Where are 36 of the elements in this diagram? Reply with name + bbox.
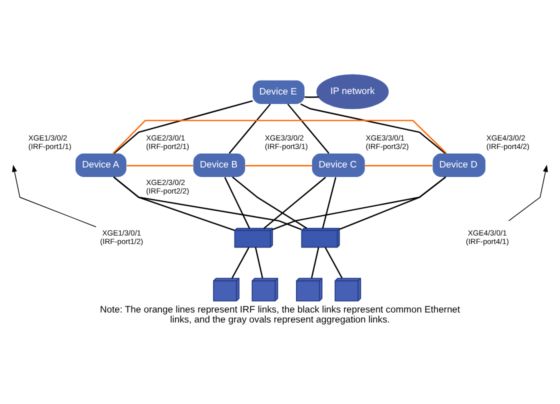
node-box: Device E (252, 80, 304, 104)
connector (224, 177, 250, 229)
connector (228, 104, 271, 154)
connector (254, 247, 264, 278)
arrow (12, 164, 96, 228)
node-text: XGE1/3/0/1 (IRF-port1/2) (100, 228, 144, 246)
connector (232, 247, 250, 278)
connector (311, 247, 320, 278)
node-label: XGE2/3/0/1 (IRF-port2/1) (146, 134, 190, 152)
connector (324, 247, 343, 278)
connector (339, 176, 446, 230)
node-text: XGE4/3/0/1 (IRF-port4/1) (466, 228, 509, 246)
connector (264, 176, 326, 229)
connector (300, 104, 446, 154)
connector (322, 177, 336, 228)
connector (364, 165, 432, 166)
node-box: Device D (432, 153, 486, 178)
connector (113, 176, 302, 230)
connector (126, 165, 194, 166)
connector (232, 176, 308, 229)
connector (287, 104, 330, 154)
node-label: XGE4/3/0/2 (IRF-port4/2) (486, 134, 530, 152)
node-ellipse: IP network (316, 74, 389, 110)
connector (245, 165, 312, 166)
node-label: XGE3/3/0/2 (IRF-port3/1) (264, 134, 308, 152)
node-box: Device B (193, 153, 246, 178)
connector (112, 120, 447, 154)
caption: Note: The orange lines represent IRF links, the black links represent common Ethernet links, and the gray ovals represent aggregation links. (100, 303, 460, 325)
node-label: XGE2/3/0/2 (IRF-port2/2) (146, 178, 190, 196)
arrow (508, 164, 548, 222)
node-label: XGE1/3/0/2 (IRF-port1/1) (28, 134, 72, 152)
connector (114, 100, 253, 154)
connector (304, 96, 319, 98)
node-box: Device A (76, 153, 126, 178)
node-box: Device C (312, 153, 365, 178)
node-label: XGE3/3/0/1 (IRF-port3/2) (366, 134, 409, 152)
